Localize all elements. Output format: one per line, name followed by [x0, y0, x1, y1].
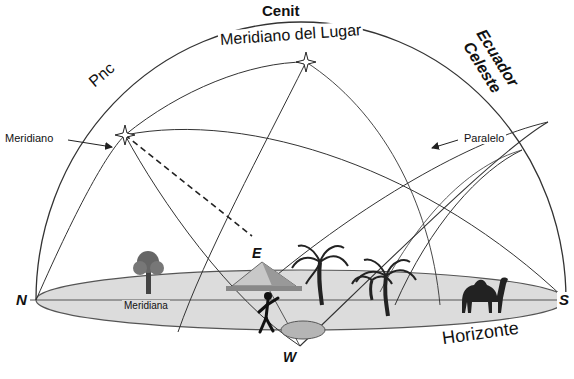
world-axis — [125, 135, 252, 236]
celestial-equator-back — [266, 122, 548, 284]
pyramid — [226, 262, 302, 291]
pond — [281, 321, 325, 339]
great-circle — [125, 129, 566, 300]
parallel-back — [380, 150, 522, 292]
star — [115, 125, 135, 145]
celestial-equator — [300, 122, 548, 346]
pole-label: Pnc — [84, 58, 119, 92]
cardinal-point: N — [14, 292, 29, 309]
leader-arrow — [432, 140, 458, 148]
hour-circle — [178, 62, 306, 332]
meridian — [125, 62, 306, 135]
camel — [462, 278, 508, 313]
zenith-label: Cenit — [260, 3, 302, 20]
meridian-callout: Meridiano — [3, 132, 55, 144]
tree — [133, 251, 164, 294]
cardinal-point: E — [250, 246, 263, 261]
meridian-label: Meridiano del Lugar — [218, 21, 364, 49]
palm — [292, 246, 348, 305]
parallel-callout: Paralelo — [462, 132, 506, 144]
great-circle — [306, 62, 440, 305]
star — [296, 52, 316, 72]
cardinal-point: S — [557, 292, 571, 309]
cardinal-point: W — [281, 350, 298, 365]
meridian — [36, 135, 125, 300]
leader-arrow — [68, 140, 112, 147]
hour-circle — [125, 135, 300, 346]
meridiana-label: Meridiana — [122, 300, 170, 311]
equator-label: Ecuador Celeste — [453, 18, 527, 108]
palm — [352, 260, 416, 316]
observer — [259, 292, 278, 332]
